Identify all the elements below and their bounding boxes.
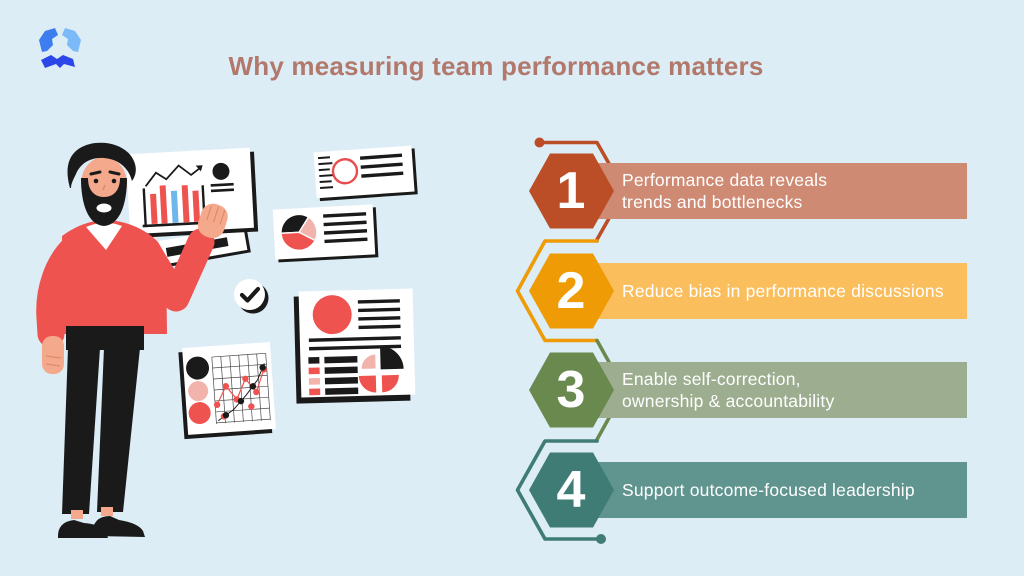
right-arm <box>134 228 215 312</box>
hexagon-3 <box>529 352 614 428</box>
beard <box>81 178 127 226</box>
step-4-number: 4 <box>556 461 586 519</box>
logo-segment-bottom <box>41 55 75 68</box>
step-3-line-2: ownership & accountability <box>622 391 835 411</box>
step-4-line-1: Support outcome-focused leadership <box>622 480 915 500</box>
left-eye <box>93 178 99 184</box>
connector-end-dot <box>596 534 606 544</box>
hair <box>67 142 136 188</box>
step-2-text: Reduce bias in performance discussions <box>622 263 962 319</box>
man <box>36 142 228 538</box>
scatter-grid <box>211 352 271 424</box>
bar-chart <box>142 185 210 228</box>
right-ankle <box>101 507 113 516</box>
gear-trefoil-logo <box>39 28 81 68</box>
logo-segment-right <box>62 28 81 52</box>
hexagon-1 <box>529 153 614 229</box>
hexagon-2 <box>529 253 614 329</box>
banner-1 <box>583 163 967 219</box>
right-eyebrow <box>108 170 121 176</box>
pie-card <box>272 204 379 263</box>
quarter-pie-chart <box>358 346 404 393</box>
right-hand <box>197 203 228 239</box>
collar <box>86 222 122 250</box>
check-badge <box>234 279 269 314</box>
left-eyebrow <box>89 170 102 176</box>
scatter-card <box>178 341 276 440</box>
left-arm <box>36 234 88 348</box>
connector-segment-4 <box>515 439 600 541</box>
step-1-line-2: trends and bottlenecks <box>622 192 803 212</box>
banner-4 <box>583 462 967 518</box>
person-icon <box>210 162 235 193</box>
banner-2 <box>583 263 967 319</box>
mouth <box>96 203 112 213</box>
donut-chart <box>331 158 359 185</box>
left-hand <box>42 336 64 374</box>
right-eye <box>111 178 117 184</box>
step-1-number: 1 <box>556 162 586 220</box>
step-1-line-1: Performance data reveals <box>622 170 828 190</box>
head <box>67 142 136 226</box>
line-chart <box>144 164 202 187</box>
step-3-text: Enable self-correction, ownership & acco… <box>622 362 962 418</box>
nose <box>102 184 106 191</box>
line-chart-arrow <box>195 165 203 172</box>
step-2-number: 2 <box>556 262 586 320</box>
step-1-text: Performance data reveals trends and bott… <box>622 163 962 219</box>
legend-rows <box>308 355 359 396</box>
left-ankle <box>71 510 83 519</box>
page-title: Why measuring team performance matters <box>228 51 764 81</box>
step-list <box>529 153 967 528</box>
step-3-line-1: Enable self-correction, <box>622 369 801 389</box>
donut-card <box>313 145 418 202</box>
step-2-line-1: Reduce bias in performance discussions <box>622 281 944 301</box>
step-3-number: 3 <box>556 361 586 419</box>
right-shoe <box>92 516 145 537</box>
step-4-text: Support outcome-focused leadership <box>622 462 962 518</box>
connector-segment-2 <box>515 239 599 343</box>
red-circle <box>312 295 352 335</box>
bar-chart-board <box>125 147 259 238</box>
pants <box>62 326 144 514</box>
logo-segment-left <box>39 28 58 52</box>
check-icon <box>239 286 261 303</box>
hexagon-4 <box>529 452 614 528</box>
report-card <box>293 288 416 404</box>
pie-chart <box>280 213 318 252</box>
man-presenting-illustration <box>36 142 418 538</box>
banner-3 <box>583 362 967 418</box>
